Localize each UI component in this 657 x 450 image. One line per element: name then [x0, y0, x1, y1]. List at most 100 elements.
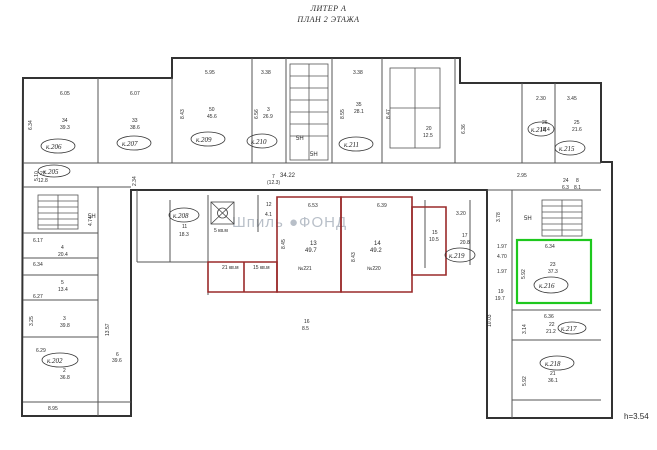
- office-tag: к.216: [539, 282, 555, 290]
- dim-label: 1.97: [497, 269, 507, 275]
- dim-label: 6.07: [130, 91, 140, 97]
- entrance-mark: 5Н: [310, 152, 318, 158]
- plan-title-floor: ПЛАН 2 ЭТАЖА: [297, 15, 360, 24]
- dim-label: 8.43: [351, 252, 357, 262]
- room-number: 50: [209, 107, 215, 113]
- room-area: 12.8: [38, 178, 48, 184]
- office-tag: к.206: [46, 143, 62, 151]
- office-tag: к.205: [43, 168, 59, 176]
- dim-label: 6.39: [377, 203, 387, 209]
- office-tag: к.207: [122, 140, 138, 148]
- room-area: 12.5: [423, 133, 433, 139]
- room-number: 23: [550, 262, 556, 268]
- room-number: 13: [310, 241, 317, 247]
- room-number: 2: [63, 368, 66, 374]
- interior-walls: [23, 58, 601, 418]
- room-area: 37.3: [548, 269, 558, 275]
- room-number: 3: [63, 316, 66, 322]
- room-area: 38.6: [130, 125, 140, 131]
- dim-label: 34.22: [280, 173, 296, 179]
- room-number: 6: [116, 352, 119, 358]
- dim-label: 2.30: [536, 96, 546, 102]
- dim-label: 6.34: [33, 262, 43, 268]
- room-area: 13.4: [58, 287, 68, 293]
- dim-label: 3.38: [261, 70, 271, 76]
- lease-outlines: [207, 196, 447, 293]
- room-number: 26: [542, 120, 548, 126]
- room-number: 24: [563, 178, 569, 184]
- room-number: 19: [498, 289, 504, 295]
- entrance-mark: 5Н: [296, 136, 304, 142]
- office-tag: к.209: [196, 136, 212, 144]
- dim-label: 3.20: [456, 211, 466, 217]
- room-area: 49.2: [370, 248, 382, 254]
- office-tag: к.215: [559, 145, 575, 153]
- room-area: 39.8: [60, 323, 70, 329]
- highlighted-office-216[interactable]: [515, 238, 593, 305]
- room-number: 21: [550, 371, 556, 377]
- dim-label: 3.25: [29, 316, 35, 326]
- room-number: 15: [432, 230, 438, 236]
- room-area: 10.5: [429, 237, 439, 243]
- dim-label: 6.29: [36, 348, 46, 354]
- room-number: 33: [132, 118, 138, 124]
- dim-label: 6.34: [545, 244, 555, 250]
- room-labels: 34 39.3 33 38.6 50 45.6 3 26.9 35 28.1 2…: [38, 102, 582, 384]
- room-area: 19.7: [495, 296, 505, 302]
- dim-label: 5.92: [522, 376, 528, 386]
- dim-label: 6.53: [308, 203, 318, 209]
- dim-label: 5.10: [34, 171, 40, 181]
- dim-label: 5.95: [205, 70, 215, 76]
- entrance-mark: 5Н: [524, 216, 532, 222]
- dim-label: 4.70: [497, 254, 507, 260]
- building-walls: [20, 57, 613, 419]
- office-tag: к.202: [47, 357, 63, 365]
- room-area: 18.3: [179, 232, 189, 238]
- area-caption: 15 кв.м: [253, 265, 270, 271]
- dim-label: 6.36: [461, 124, 467, 134]
- room-number: 20: [426, 126, 432, 132]
- office-tag: к.208: [173, 212, 189, 220]
- office-tag: к.219: [449, 252, 465, 260]
- office-tags: [37, 121, 587, 371]
- dim-label: 3.45: [567, 96, 577, 102]
- room-area: 36.8: [60, 375, 70, 381]
- room-number: 11: [182, 224, 187, 230]
- office-tag: к.218: [545, 360, 561, 368]
- area-caption: 5 кв.м: [214, 228, 228, 234]
- suite-number: №220: [367, 266, 381, 272]
- room-area: 18.4: [540, 127, 550, 133]
- room-number: 14: [374, 241, 381, 247]
- room-area: 21.6: [572, 127, 582, 133]
- dimension-labels: 6.05 6.07 5.95 3.38 3.38 6.34 8.43 6.56 …: [28, 70, 577, 412]
- room-number: 5: [61, 280, 64, 286]
- dim-label: 2.34: [132, 176, 138, 186]
- room-area: 4.1: [265, 212, 272, 218]
- room-area: 20.4: [58, 252, 68, 258]
- stairwells: [37, 63, 583, 237]
- area-caption: 21 кв.м: [222, 265, 239, 271]
- lease-labels: 5 кв.м 21 кв.м 15 кв.м №221 №220 5Н 5Н 5…: [88, 136, 532, 272]
- dim-label: 6.36: [544, 314, 554, 320]
- dim-label: 10.03: [487, 314, 493, 327]
- room-area: 36.1: [548, 378, 558, 384]
- office-tag-labels: к.206 к.207 к.209 к.210 к.211 к.214 к.21…: [43, 126, 577, 368]
- room-area: 20.8: [460, 240, 470, 246]
- room-number: 3: [267, 107, 270, 113]
- dim-label: 2.95: [517, 173, 527, 179]
- room-number: 17: [462, 233, 468, 239]
- room-area: 45.6: [207, 114, 217, 120]
- room-number: 34: [62, 118, 68, 124]
- dim-label: 8.55: [340, 109, 346, 119]
- room-area: 6.3: [562, 185, 569, 191]
- dim-label: 6.05: [60, 91, 70, 97]
- plan-title-liter: ЛИТЕР А: [310, 4, 347, 13]
- room-number: 27: [40, 171, 46, 177]
- dim-label: 6.34: [28, 120, 34, 130]
- dim-label: 6.56: [254, 109, 260, 119]
- room-number: 22: [549, 322, 555, 328]
- room-area: 8.1: [574, 185, 581, 191]
- room-area: 39.6: [112, 358, 122, 364]
- room-number: 8: [576, 178, 579, 184]
- office-tag: к.210: [251, 138, 267, 146]
